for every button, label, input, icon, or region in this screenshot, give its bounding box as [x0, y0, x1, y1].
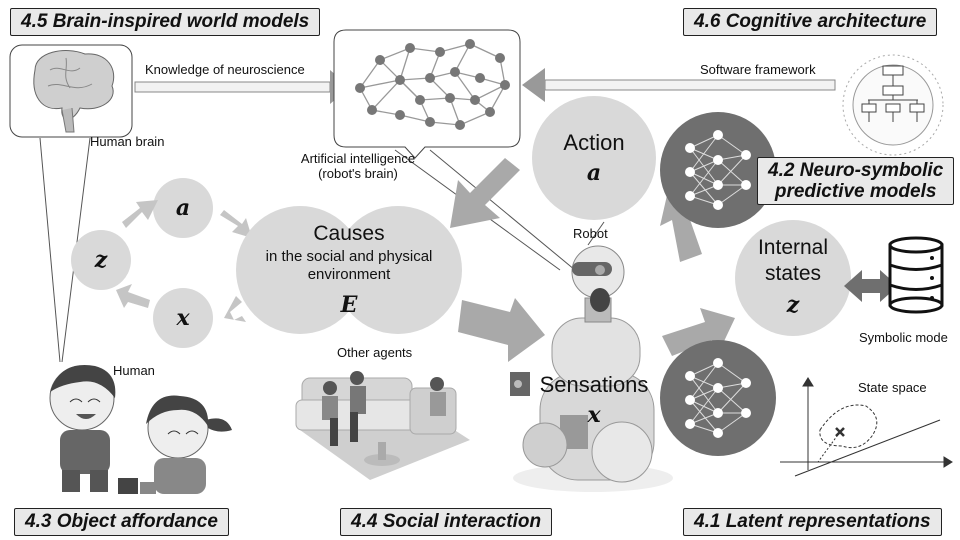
- causes-subtitle-line1: in the social and physical: [265, 248, 433, 265]
- internal-states-line2: states: [764, 262, 822, 285]
- latent-net-bottom: [660, 340, 776, 456]
- label-ai-line2: (robot's brain): [318, 166, 398, 181]
- section-social-interaction: 4.4 Social interaction: [340, 508, 553, 536]
- causes-variable: E: [340, 292, 358, 318]
- loop-circles: [71, 178, 213, 348]
- label-ai-robot-brain: Artificial intelligence (robot's brain): [288, 151, 428, 181]
- loop-arrows: [116, 200, 252, 322]
- section-cognitive-architecture: 4.6 Cognitive architecture: [683, 8, 938, 36]
- loop-node-z: z: [94, 247, 108, 273]
- label-ai-line1: Artificial intelligence: [300, 151, 416, 166]
- software-arrow: [522, 68, 836, 102]
- social-scene: [295, 371, 470, 480]
- loop-node-a: a: [175, 195, 191, 221]
- label-human-brain: Human brain: [90, 134, 165, 149]
- label-human: Human: [113, 363, 155, 378]
- action-title: Action: [563, 130, 625, 155]
- label-state-space: State space: [858, 380, 927, 395]
- cognitive-architecture-icon: [842, 54, 944, 156]
- human-brain-box: [9, 44, 133, 138]
- loop-node-x: x: [176, 305, 190, 331]
- causes-subtitle-line2: environment: [307, 266, 391, 283]
- action-variable: a: [586, 160, 602, 186]
- internal-states-variable: z: [786, 292, 800, 318]
- label-robot: Robot: [573, 226, 608, 241]
- label-symbolic-model: Symbolic mode: [859, 330, 948, 345]
- causes-title: Causes: [313, 222, 385, 245]
- label-knowledge-neuroscience: Knowledge of neuroscience: [145, 62, 305, 77]
- internal-states-line1: Internal: [757, 236, 829, 259]
- section-brain-models: 4.5 Brain-inspired world models: [10, 8, 321, 36]
- section-neuro-symbolic-line1: 4.2 Neuro-symbolic: [768, 160, 944, 181]
- sensations-variable: x: [587, 402, 601, 428]
- ai-brain-box: [333, 29, 521, 159]
- double-arrow: [844, 270, 898, 302]
- state-space-plot: [780, 377, 953, 477]
- predictive-net-top: [660, 112, 776, 228]
- section-latent-representations: 4.1 Latent representations: [683, 508, 942, 536]
- database-icon: [888, 236, 944, 314]
- causes-circle-right: [334, 206, 462, 334]
- section-neuro-symbolic-line2: predictive models: [774, 181, 937, 202]
- internal-states-circle: [735, 220, 851, 336]
- arrow-ai-to-causes: [450, 158, 520, 228]
- label-software-framework: Software framework: [700, 62, 816, 77]
- robot-figure: [510, 245, 673, 492]
- section-object-affordance: 4.3 Object affordance: [14, 508, 229, 536]
- children-figures: [49, 365, 232, 494]
- causes-circle-left: [236, 206, 364, 334]
- action-circle: [532, 96, 656, 220]
- label-other-agents: Other agents: [337, 345, 413, 360]
- sensations-title: Sensations: [539, 372, 649, 397]
- arrow-causes-to-sensations: [458, 298, 545, 362]
- section-neuro-symbolic: 4.2 Neuro-symbolic predictive models: [757, 157, 955, 205]
